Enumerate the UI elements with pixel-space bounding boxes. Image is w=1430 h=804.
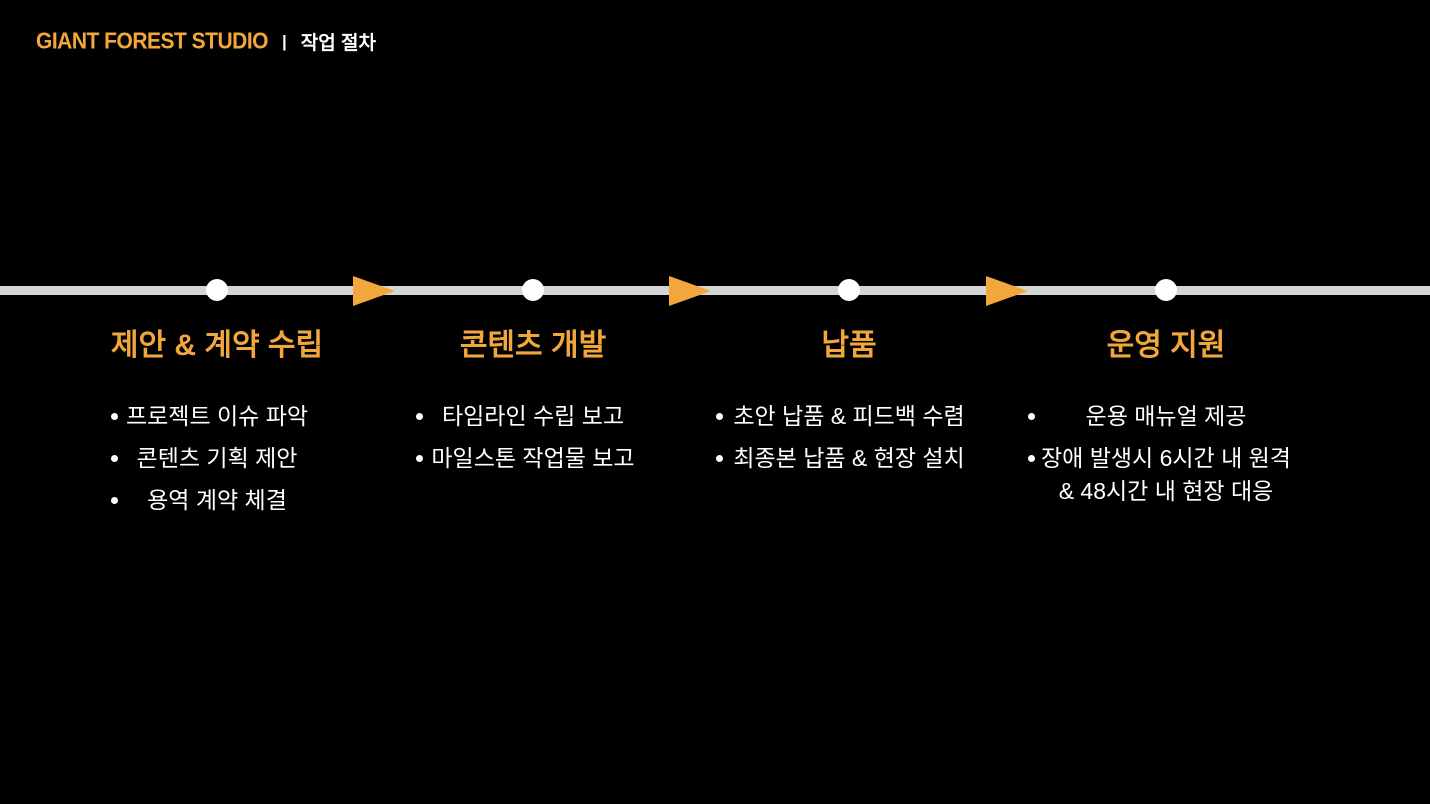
list-item: 장애 발생시 6시간 내 원격 & 48시간 내 현장 대응 [1008,442,1324,508]
bullet-icon [1028,413,1035,420]
bullet-icon [716,455,723,462]
stage-title: 콘텐츠 개발 [459,329,607,362]
list-item: 운용 매뉴얼 제공 [1008,400,1324,433]
header: GIANT FOREST STUDIO | 작업 절차 [36,28,376,55]
timeline-milestone-dot [206,279,228,301]
list-item-text: 마일스톤 작업물 보고 [431,445,635,471]
list-item-text: 용역 계약 체결 [147,487,287,513]
bullet-icon [111,497,118,504]
list-item-text: 최종본 납품 & 현장 설치 [733,445,965,471]
bullet-icon [111,455,118,462]
bullet-icon [416,455,423,462]
stage-proposal-contract: 제안 & 계약 수립 프로젝트 이슈 파악 콘텐츠 기획 제안 용역 계약 체결 [59,326,375,526]
list-item-text: 콘텐츠 기획 제안 [136,445,298,471]
list-item-text: 타임라인 수립 보고 [441,403,625,429]
list-item: 용역 계약 체결 [59,484,375,517]
stage-operation-support: 운영 지원 운용 매뉴얼 제공 장애 발생시 6시간 내 원격 & 48시간 내… [1008,326,1324,517]
stage-title: 제안 & 계약 수립 [110,329,324,362]
timeline-milestone-dot [1155,279,1177,301]
stage-bullet-list: 초안 납품 & 피드백 수렴 최종본 납품 & 현장 설치 [691,400,1007,475]
list-item-text: 초안 납품 & 피드백 수렴 [733,403,965,429]
timeline-milestone-dot [522,279,544,301]
stage-bullet-list: 프로젝트 이슈 파악 콘텐츠 기획 제안 용역 계약 체결 [59,400,375,517]
list-item: 콘텐츠 기획 제안 [59,442,375,475]
page-title: 작업 절차 [300,33,376,54]
stage-title: 납품 [821,329,877,362]
timeline-milestone-dot [838,279,860,301]
list-item-text: 운용 매뉴얼 제공 [1085,403,1247,429]
stage-content-development: 콘텐츠 개발 타임라인 수립 보고 마일스톤 작업물 보고 [375,326,691,484]
list-item: 프로젝트 이슈 파악 [59,400,375,433]
stage-delivery: 납품 초안 납품 & 피드백 수렴 최종본 납품 & 현장 설치 [691,326,1007,484]
arrow-right-icon [986,276,1028,306]
studio-logo: GIANT FOREST STUDIO [36,28,269,54]
bullet-icon [1028,455,1035,462]
bullet-icon [416,413,423,420]
list-item: 초안 납품 & 피드백 수렴 [691,400,1007,433]
stage-bullet-list: 운용 매뉴얼 제공 장애 발생시 6시간 내 원격 & 48시간 내 현장 대응 [1008,400,1324,508]
timeline-line [0,286,1430,295]
list-item-text: 장애 발생시 6시간 내 원격 & 48시간 내 현장 대응 [1041,445,1291,504]
bullet-icon [716,413,723,420]
list-item: 타임라인 수립 보고 [375,400,691,433]
list-item-text: 프로젝트 이슈 파악 [125,403,309,429]
bullet-icon [111,413,118,420]
stage-bullet-list: 타임라인 수립 보고 마일스톤 작업물 보고 [375,400,691,475]
arrow-right-icon [669,276,711,306]
list-item: 최종본 납품 & 현장 설치 [691,442,1007,475]
header-divider: | [282,31,287,51]
arrow-right-icon [353,276,395,306]
list-item: 마일스톤 작업물 보고 [375,442,691,475]
stage-title: 운영 지원 [1106,329,1226,362]
